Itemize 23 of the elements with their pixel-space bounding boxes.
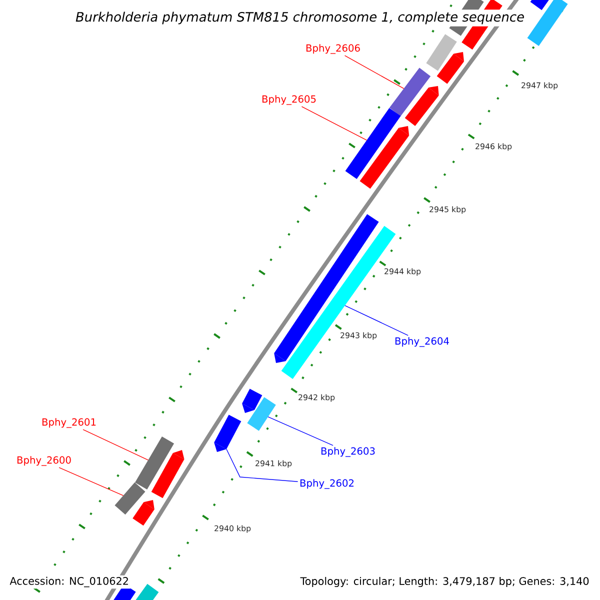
gene-label: Bphy_2604 bbox=[395, 337, 449, 347]
gene-label: Bphy_2605 bbox=[262, 95, 316, 105]
accession-text: Accession: NC_010622 bbox=[8, 575, 130, 589]
gene-feature bbox=[214, 414, 242, 452]
gene-feature bbox=[389, 68, 431, 116]
gene-label: Bphy_2606 bbox=[306, 44, 360, 54]
leader-line bbox=[226, 448, 298, 482]
leader-line bbox=[82, 429, 148, 460]
title: Burkholderia phymatum STM815 chromosome 1, complete sequence bbox=[73, 10, 527, 26]
gene-feature bbox=[247, 397, 276, 431]
gene-label: Bphy_2600 bbox=[17, 456, 71, 466]
gene-feature bbox=[135, 436, 174, 490]
gene-feature bbox=[345, 108, 401, 179]
summary-text: Topology: circular; Length: 3,479,187 bp; Genes: 3,140 bbox=[298, 576, 591, 588]
gene-label: Bphy_2602 bbox=[300, 479, 354, 489]
gene-feature bbox=[114, 482, 146, 515]
gene-label: Bphy_2603 bbox=[321, 447, 375, 457]
leader-line bbox=[268, 416, 334, 446]
leader-line bbox=[344, 305, 408, 336]
leader-line bbox=[58, 467, 124, 496]
gene-label: Bphy_2601 bbox=[42, 418, 96, 428]
leader-line bbox=[301, 106, 368, 141]
leader-line bbox=[344, 55, 404, 89]
